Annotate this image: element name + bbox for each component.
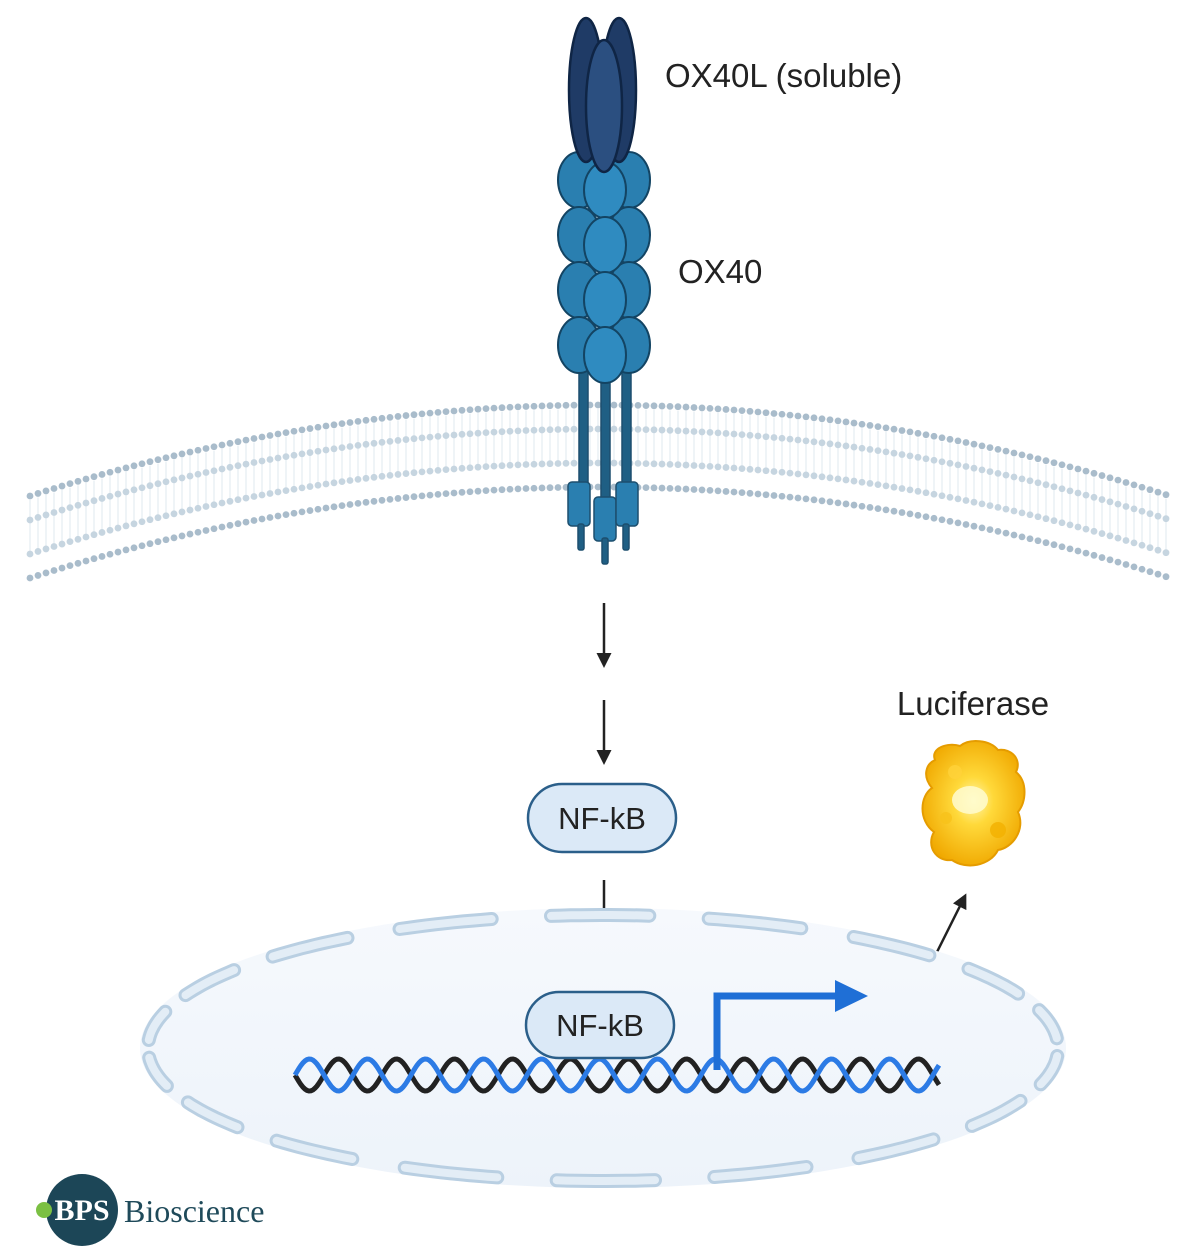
luciferase-label: Luciferase [897,685,1049,722]
nfkb-cytoplasm-label: NF-kB [558,801,646,836]
ox40l-trimer-icon [567,16,638,174]
nfkb-cytoplasm-box: NF-kB [526,782,678,854]
dna-helix-icon [292,1056,942,1094]
ligand-label: OX40L (soluble) [665,57,902,94]
luciferase-icon [921,740,1026,867]
nfkb-nucleus-box: NF-kB [524,990,676,1060]
receptor-label: OX40 [678,253,762,290]
membrane-icon [26,401,1170,582]
logo-mark-text: BPS [54,1194,109,1227]
logo-wordmark-text: Bioscience [124,1193,264,1229]
nfkb-nucleus-label: NF-kB [556,1008,644,1043]
bps-bioscience-logo: BPS Bioscience [36,1174,264,1246]
ox40-receptor-icon [557,151,651,565]
promoter-arrow-icon [713,980,868,1070]
